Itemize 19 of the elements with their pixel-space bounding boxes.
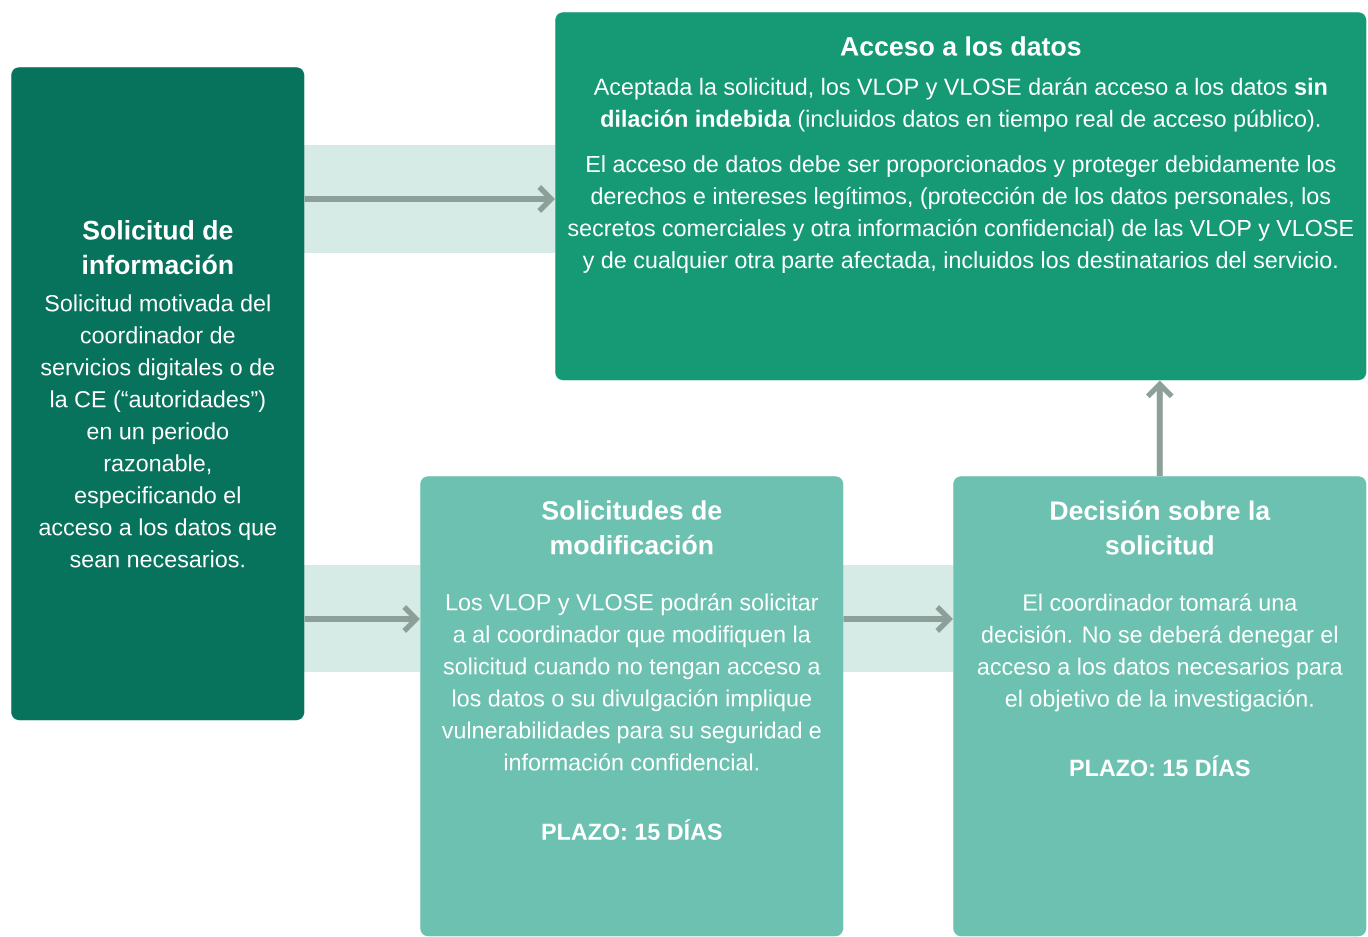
body-text: El acceso de datos debe ser proporcionados y proteger debidamente los derechos e intereses legítimos, (protección de los datos personales, los secretos comerciales y otra información confidencial) de las VLOP y VLOSE y de cualquier otra parte afectada, incluidos los destinatarios del servicio. <box>568 155 1353 273</box>
arrow <box>1145 380 1174 476</box>
deadline-text: PLAZO: 15 DÍAS <box>1070 755 1250 777</box>
box-heading: Decisión sobre la solicitud <box>1051 500 1271 555</box>
deadline-text: PLAZO: 15 DÍAS <box>542 819 722 840</box>
process-box <box>555 12 1367 381</box>
box-heading: Acceso a los datos <box>840 36 1081 56</box>
box-heading: Solicitud de información <box>83 220 233 275</box>
body-text: Solicitud motivada del coordinador de servicios digitales o de la CE (“autoridades”) en un periodo razonable, especificando el acceso a los datos que sean necesarios. <box>39 294 277 568</box>
arrow <box>843 605 953 633</box>
body-text: Los VLOP y VLOSE podrán solicitar a al coordinador que modifiquen la solicitud cuando no tengan acceso a los datos o su divulgación implique vulnerabilidades para su seguridad e información confidencial. <box>441 593 821 771</box>
body-text: Aceptada la solicitud, los VLOP y VLOSE darán acceso a los datos sin dilación indebida (incluidos datos en tiempo real de acceso público). <box>593 77 1327 132</box>
process-box <box>420 476 844 937</box>
process-box <box>11 67 305 721</box>
arrow <box>304 605 420 633</box>
box-heading: Solicitudes de modificación <box>542 500 722 555</box>
process-box <box>953 476 1367 937</box>
arrow <box>304 185 555 213</box>
body-text: El coordinador tomará una decisión. No se deberá denegar el acceso a los datos necesarios para el objetivo de la investigación. <box>977 593 1343 712</box>
